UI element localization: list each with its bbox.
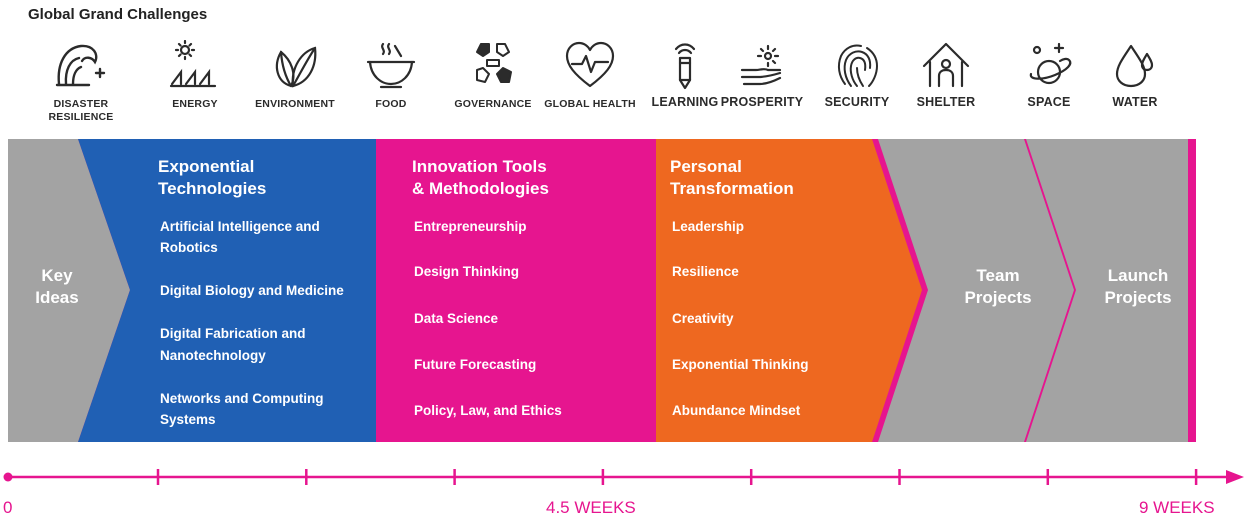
- challenge-governance: GOVERNANCE: [438, 40, 548, 111]
- exponential-item: Nanotechnology: [160, 348, 266, 363]
- team-projects-line1: Team: [976, 266, 1020, 285]
- timeline-end-label: 9 WEEKS: [1139, 498, 1215, 517]
- joined-hands-icon: [476, 43, 512, 83]
- fingerprint-icon: [837, 44, 879, 87]
- exponential-item: Networks and Computing: [160, 391, 324, 406]
- personal-item: Exponential Thinking: [672, 357, 809, 372]
- heart-pulse-icon: [565, 41, 615, 88]
- challenge-label: WATER: [1112, 95, 1158, 109]
- timeline-start-label: 0: [3, 498, 13, 517]
- personal-title: Personal Transformation: [670, 156, 794, 200]
- innovation-panel: [386, 139, 642, 442]
- innovation-title: Innovation Tools & Methodologies: [412, 156, 549, 200]
- innovation-item: Policy, Law, and Ethics: [414, 403, 562, 418]
- innovation-item: Design Thinking: [414, 264, 520, 279]
- key-ideas-line1: Key: [41, 266, 73, 285]
- launch-projects-line1: Launch: [1107, 266, 1169, 285]
- personal-title-line2: Transformation: [670, 179, 794, 198]
- challenge-energy: ENERGY: [140, 40, 250, 111]
- exponential-title: Exponential Technologies: [158, 156, 266, 200]
- exponential-item: Digital Biology and Medicine: [160, 283, 344, 298]
- exponential-item: Digital Fabrication and: [160, 326, 306, 341]
- launch-projects-line2: Projects: [1104, 288, 1172, 307]
- timeline-mid-label: 4.5 WEEKS: [546, 498, 636, 517]
- challenge-label: FOOD: [375, 98, 407, 110]
- innovation-item: Data Science: [414, 311, 499, 326]
- exponential-panel: [78, 139, 376, 442]
- challenge-label: GLOBAL HEALTH: [544, 98, 636, 110]
- water-drop-icon: [1115, 44, 1154, 88]
- challenge-label: GOVERNANCE: [454, 98, 532, 110]
- solar-panel-icon: [169, 40, 217, 88]
- personal-item: Creativity: [672, 311, 734, 326]
- personal-item: Leadership: [672, 219, 745, 234]
- key-ideas-arrow: [8, 139, 130, 442]
- personal-title-line1: Personal: [670, 157, 742, 176]
- timeline-arrowhead: [1226, 470, 1244, 484]
- wave-icon: [55, 44, 106, 87]
- key-ideas-line2: Ideas: [35, 288, 79, 307]
- innovation-title-line2: & Methodologies: [412, 179, 549, 198]
- challenge-label: LEARNING: [651, 95, 719, 109]
- exponential-item: Systems: [160, 412, 216, 427]
- personal-arrow: [656, 139, 922, 442]
- leaves-icon: [275, 46, 317, 88]
- challenge-global-health: GLOBAL HEALTH: [535, 40, 645, 111]
- pencil-signal-icon: [674, 43, 696, 90]
- key-ideas-label: Key Ideas: [22, 265, 92, 309]
- challenge-label: ENVIRONMENT: [255, 98, 335, 110]
- timeline-start-dot: [3, 472, 13, 482]
- personal-item: Resilience: [672, 264, 739, 279]
- challenge-space: SPACE: [994, 40, 1104, 109]
- challenge-label: DISASTER RESILIENCE: [48, 98, 114, 123]
- personal-item: Abundance Mindset: [672, 403, 801, 418]
- launch-projects-label: Launch Projects: [1092, 265, 1184, 309]
- challenge-label: ENERGY: [172, 98, 218, 110]
- innovation-item: Future Forecasting: [414, 357, 537, 372]
- timeline-ticks: [156, 469, 1198, 485]
- challenge-security: SECURITY: [802, 40, 912, 109]
- innovation-item: Entrepreneurship: [414, 219, 527, 234]
- challenge-environment: ENVIRONMENT: [240, 40, 350, 111]
- house-person-icon: [922, 42, 970, 88]
- challenge-shelter: SHELTER: [891, 40, 1001, 109]
- page-title: Global Grand Challenges: [28, 6, 208, 23]
- planet-icon: [1029, 42, 1072, 85]
- bowl-icon: [366, 42, 416, 89]
- team-projects-label: Team Projects: [952, 265, 1044, 309]
- challenge-water: WATER: [1080, 40, 1190, 109]
- challenge-prosperity: PROSPERITY: [707, 40, 817, 109]
- challenge-food: FOOD: [336, 40, 446, 111]
- challenge-disaster-resilience: DISASTER RESILIENCE: [26, 40, 136, 124]
- team-projects-line2: Projects: [964, 288, 1032, 307]
- challenge-label: SHELTER: [916, 95, 976, 109]
- challenge-learning: LEARNING: [630, 40, 740, 109]
- challenge-label: SECURITY: [824, 95, 890, 109]
- exponential-title-line1: Exponential: [158, 157, 255, 176]
- innovation-title-line1: Innovation Tools: [412, 157, 547, 176]
- challenge-label: SPACE: [1027, 95, 1071, 109]
- team-arrow: [878, 139, 1074, 442]
- launch-arrow: [1026, 139, 1188, 442]
- exponential-item: Robotics: [160, 240, 218, 255]
- challenge-label: PROSPERITY: [720, 95, 804, 109]
- exponential-title-line2: Technologies: [158, 179, 267, 198]
- exponential-item: Artificial Intelligence and: [160, 219, 320, 234]
- hand-sun-icon: [740, 44, 782, 86]
